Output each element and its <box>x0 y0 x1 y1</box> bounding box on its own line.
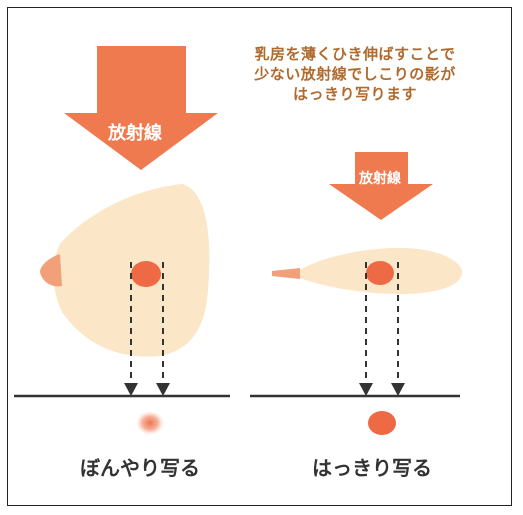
caption-line-2: 少ない放射線でしこりの影が <box>254 65 456 83</box>
projection-arrowhead-right-2 <box>391 383 405 396</box>
radiation-label-large: 放射線 <box>108 123 162 144</box>
lump-left <box>131 261 161 287</box>
sharp-image-shadow <box>368 411 396 435</box>
explanation-caption: 乳房を薄くひき伸ばすことで 少ない放射線でしこりの影が はっきり写ります <box>205 44 505 104</box>
blurry-image-shadow <box>136 411 164 435</box>
nipple-left <box>40 254 62 287</box>
projection-lines-right <box>365 262 399 385</box>
radiation-arrow-large <box>64 46 218 170</box>
nipple-right <box>272 268 300 279</box>
projection-arrowhead-left-1 <box>124 383 138 396</box>
radiation-arrow-small <box>329 152 433 220</box>
lump-right <box>366 261 394 285</box>
result-label-blurry: ぼんやり写る <box>80 456 200 480</box>
projection-arrowhead-right-1 <box>359 383 373 396</box>
caption-line-1: 乳房を薄くひき伸ばすことで <box>254 45 456 63</box>
radiation-label-small: 放射線 <box>359 171 401 187</box>
projection-lines-left <box>130 262 164 385</box>
result-label-sharp: はっきり写る <box>312 456 432 480</box>
projection-arrowhead-left-2 <box>156 383 170 396</box>
caption-line-3: はっきり写ります <box>292 85 417 103</box>
breast-uncompressed <box>53 184 210 357</box>
